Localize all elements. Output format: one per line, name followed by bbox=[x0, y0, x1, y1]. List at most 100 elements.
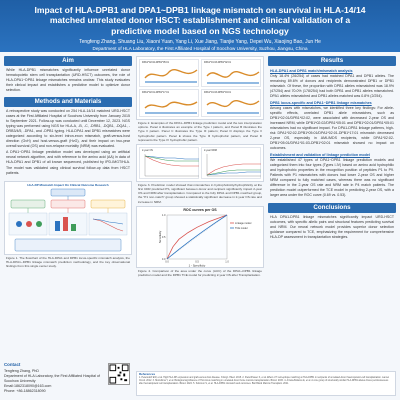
results-paragraph-1: Only 18.4% (26/254) of cases had matched… bbox=[270, 74, 394, 99]
roc-chart: 0.00.00.50.51.01.01 - SpecificitySensiti… bbox=[158, 213, 252, 268]
aim-text: While HLA-DPB1 mismatches significantly … bbox=[4, 66, 132, 97]
km-os-curve-p4 bbox=[144, 155, 199, 162]
qr-module-4 bbox=[123, 373, 126, 377]
km-os-curve-p1 bbox=[144, 155, 199, 167]
figure-4-caption: Figure 4. Comparison of the area under t… bbox=[138, 268, 262, 277]
flow-bar-1 bbox=[55, 221, 60, 232]
roc-series-line-1 bbox=[166, 214, 228, 259]
flow-bar-3 bbox=[71, 224, 76, 232]
results-paragraph-2: Among cases with mismatches, we identifi… bbox=[270, 106, 394, 151]
middle-column: DPA1*02:02-DPB1*05:01 DPA1*01:03-DPB1*02… bbox=[136, 56, 264, 278]
methods-heading: Methods and Materials bbox=[4, 96, 132, 107]
panel-b-label: DPA1*01:03-DPB1*02:01 bbox=[204, 61, 231, 64]
qr-finder-tr bbox=[121, 364, 129, 372]
qr-code bbox=[108, 363, 130, 385]
roc-x-axis-label: 1 - Specificity bbox=[189, 263, 206, 267]
flow-box-center bbox=[50, 199, 86, 209]
figure-3-os-panel: 2-year OS bbox=[139, 146, 199, 179]
roc-legend-label-2: TCE model bbox=[235, 227, 248, 230]
contact-department: Department of HLA Laboratory, the First … bbox=[4, 374, 100, 384]
results-text: HLA-DPA1 and DPB1 match/mismatch analysi… bbox=[268, 66, 396, 202]
right-column: Results HLA-DPA1 and DPB1 match/mismatch… bbox=[268, 56, 396, 244]
roc-y-tick-label: 0.0 bbox=[162, 257, 166, 261]
flow-dot-3 bbox=[36, 221, 42, 228]
aim-heading: Aim bbox=[4, 56, 132, 66]
figure-3-caption: Figure 3. Prediction model showed that m… bbox=[138, 182, 262, 204]
panel-c-helix bbox=[144, 101, 198, 109]
figure-2-row-1: DPA1*02:02-DPB1*05:01 DPA1*01:03-DPB1*02… bbox=[139, 59, 261, 87]
references-text: 1. Petersdorf EW, et al. High HLA-DP exp… bbox=[139, 376, 389, 385]
roc-plot-area bbox=[166, 214, 228, 259]
flow-curve bbox=[92, 218, 124, 232]
roc-y-axis-label: Sensitivity bbox=[158, 230, 162, 243]
roc-x-tick-label: 0.0 bbox=[165, 259, 169, 263]
contact-block: Contact Tengfeng Zhang, PhD Department o… bbox=[4, 362, 132, 394]
roc-x-tick-label: 1.0 bbox=[225, 259, 229, 263]
panel-d-structure bbox=[206, 100, 260, 114]
panel-b-structure bbox=[206, 71, 260, 84]
roc-x-tick-label: 0.5 bbox=[195, 259, 199, 263]
km-os-curve-match bbox=[144, 155, 199, 160]
results-heading: Results bbox=[268, 56, 396, 66]
flow-box-cohort bbox=[50, 188, 86, 197]
roc-y-tick-label: 1.0 bbox=[162, 213, 166, 217]
roc-title: ROC curves per OS bbox=[183, 207, 217, 212]
km-nrm-curve-match bbox=[206, 171, 261, 176]
qr-module-1 bbox=[117, 366, 120, 369]
poster-title: Impact of HLA-DPB1 and DPA1~DPB1 linkage… bbox=[34, 5, 366, 36]
qr-finder-bl bbox=[109, 376, 117, 384]
results-paragraph-3: We established 47 types of DPA1~DPB1 lin… bbox=[270, 158, 394, 198]
figure-3-row: 2-year OS 2-year NRM bbox=[139, 146, 261, 179]
flow-dot-2 bbox=[26, 221, 32, 228]
panel-d-helix bbox=[206, 100, 260, 108]
figure-1-caption: Figure 1. The flowchart of the HLA-DPA1 … bbox=[6, 256, 130, 269]
poster-authors: Tengfeng Zhang, Shuang Liu, Xiaoni Yuan,… bbox=[79, 39, 321, 46]
flow-summary-box bbox=[14, 238, 122, 252]
panel-a-structure bbox=[144, 69, 198, 83]
references-block: References 1. Petersdorf EW, et al. High… bbox=[136, 371, 396, 396]
contact-heading: Contact bbox=[4, 362, 21, 367]
figure-2-caption: Figure 2. Examples of the DPA1~DPB1 link… bbox=[138, 121, 262, 142]
figure-2-panel-c: DPA1*02:01-DPB1*17:01 bbox=[139, 89, 199, 117]
figure-2-panel-d: DPA1*01:03-DPB1*04:01 bbox=[201, 89, 261, 117]
qr-module-2 bbox=[119, 371, 122, 374]
panel-b-helix bbox=[206, 71, 260, 78]
roc-series-line-2 bbox=[166, 214, 228, 260]
results-subheading-2: DPB1 locus-specific and DPA1~DPB1 linkag… bbox=[270, 100, 372, 105]
contact-name: Tengfeng Zhang, PhD bbox=[4, 369, 39, 374]
results-subheading-3: Establishment and validation of linkage … bbox=[270, 152, 370, 157]
conclusions-paragraph: HLA DPA1-DPB1 linkage mismatches signifi… bbox=[270, 214, 394, 240]
left-column: Aim While HLA-DPB1 mismatches significan… bbox=[4, 56, 132, 270]
contact-email[interactable]: Email:1862318090@163.com bbox=[4, 384, 52, 389]
km-nrm-curve-p1 bbox=[206, 163, 261, 176]
figure-3-nrm-panel: 2-year NRM bbox=[201, 146, 261, 179]
figure-2-panel-a: DPA1*02:02-DPB1*05:01 bbox=[139, 59, 199, 87]
poster-affiliation: Department of HLA Laboratory, the First … bbox=[92, 46, 308, 52]
conclusions-text: HLA DPA1-DPB1 linkage mismatches signifi… bbox=[268, 213, 396, 244]
flow-panel-right bbox=[88, 212, 128, 236]
qr-module-3 bbox=[117, 374, 121, 377]
flow-box-left bbox=[10, 199, 46, 209]
panel-a-label: DPA1*02:02-DPB1*05:01 bbox=[142, 61, 169, 64]
figure-3: 2-year OS 2-year NRM bbox=[136, 143, 264, 182]
qr-module-5 bbox=[120, 378, 123, 381]
poster-header: Impact of HLA-DPB1 and DPA1~DPB1 linkage… bbox=[0, 0, 400, 52]
roc-y-tick-label: 0.5 bbox=[162, 235, 166, 239]
panel-a-helix bbox=[144, 69, 198, 79]
methods-text: A retrospective study was conducted on 2… bbox=[4, 107, 132, 179]
roc-reference-line bbox=[166, 214, 228, 259]
conclusions-heading: Conclusions bbox=[268, 202, 396, 213]
qr-module-6 bbox=[124, 379, 128, 382]
km-nrm-curve-p4 bbox=[206, 169, 261, 176]
nrm-panel-label: 2-year NRM bbox=[204, 148, 217, 152]
figure-2: DPA1*02:02-DPB1*05:01 DPA1*01:03-DPB1*02… bbox=[136, 56, 264, 120]
figure-1-title: HLA-DP Mismatch Impact On Clinical Outco… bbox=[27, 183, 109, 188]
methods-paragraph-2: A DPA1~DPB1 linkage prediction model was… bbox=[6, 150, 130, 175]
figure-2-panel-b: DPA1*01:03-DPB1*02:01 bbox=[201, 59, 261, 87]
aim-paragraph: While HLA-DPB1 mismatches significantly … bbox=[6, 68, 130, 93]
figure-1-flowchart bbox=[8, 188, 128, 252]
figure-2-row-2: DPA1*02:01-DPB1*17:01 DPA1*01:03-DPB1*04… bbox=[139, 89, 261, 117]
methods-paragraph-1: A retrospective study was conducted on 2… bbox=[6, 108, 130, 148]
